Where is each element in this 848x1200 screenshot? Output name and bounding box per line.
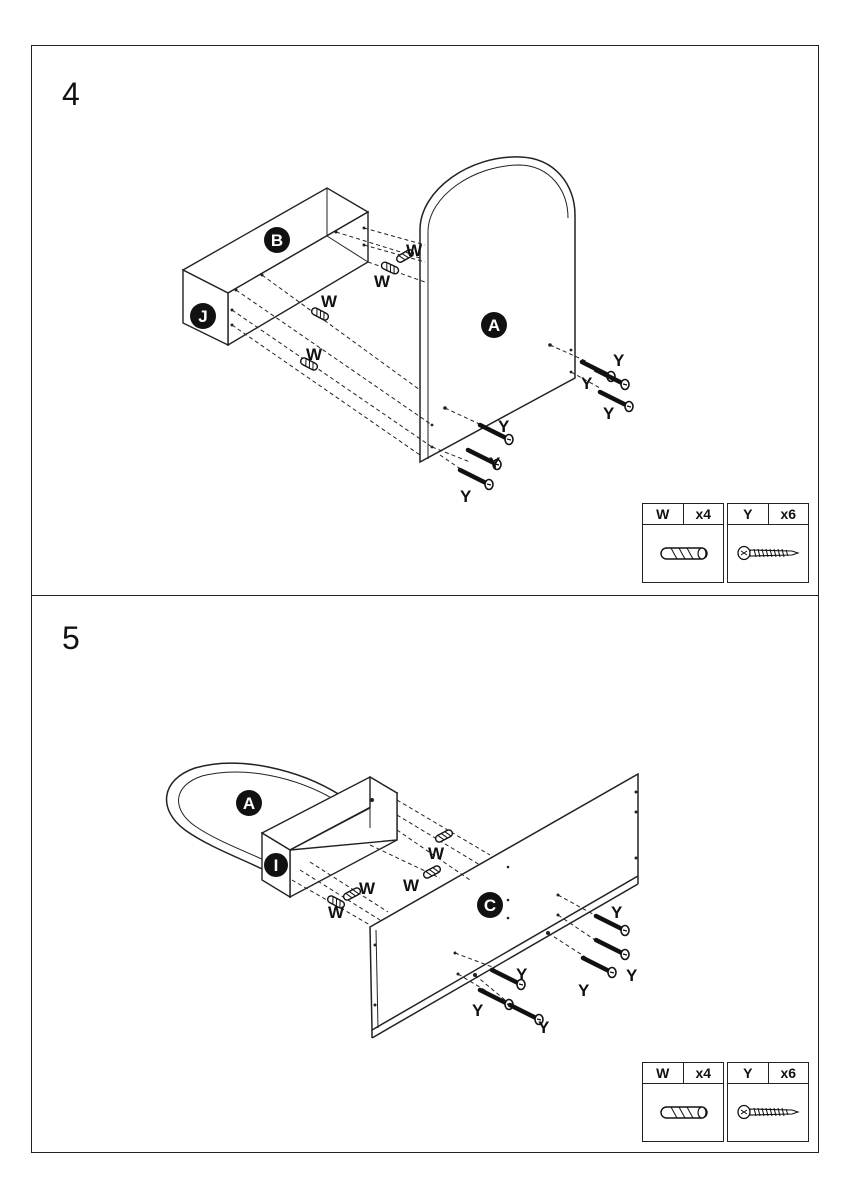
screw-icon xyxy=(728,1084,808,1140)
legend-code: W xyxy=(643,1063,684,1083)
hardware-legend-w-step5: W x4 xyxy=(642,1062,724,1142)
svg-text:W: W xyxy=(306,345,323,364)
badge-a-step5: A xyxy=(236,790,262,816)
panel-c xyxy=(369,772,639,1039)
svg-text:Y: Y xyxy=(578,981,590,1000)
svg-text:Y: Y xyxy=(498,417,510,436)
svg-text:W: W xyxy=(374,272,391,291)
svg-text:W: W xyxy=(328,903,345,922)
hardware-legend-w-step4: W x4 xyxy=(642,503,724,583)
legend-qty: x6 xyxy=(780,1065,797,1081)
svg-text:A: A xyxy=(243,794,255,813)
svg-text:Y: Y xyxy=(611,903,623,922)
badge-i: I xyxy=(264,853,288,877)
svg-text:I: I xyxy=(274,856,279,875)
svg-text:Y: Y xyxy=(626,966,638,985)
badge-j: J xyxy=(190,303,216,329)
svg-text:Y: Y xyxy=(581,374,593,393)
legend-code: Y xyxy=(728,1063,769,1083)
legend-code: W xyxy=(643,504,684,524)
step-4-number: 4 xyxy=(62,76,80,112)
svg-text:Y: Y xyxy=(538,1018,550,1037)
panel-a-arch xyxy=(419,156,576,464)
svg-text:Y: Y xyxy=(460,487,472,506)
step-5-number: 5 xyxy=(62,620,80,656)
svg-text:Y: Y xyxy=(603,404,615,423)
legend-qty: x6 xyxy=(780,506,797,522)
step-4-illustration: B J A W W W W Y Y Y Y Y Y xyxy=(181,156,633,506)
panel-a-flat xyxy=(165,762,341,873)
step-divider xyxy=(31,595,819,596)
dowel-icon xyxy=(643,1084,723,1140)
svg-text:Y: Y xyxy=(613,351,625,370)
svg-text:Y: Y xyxy=(472,1001,484,1020)
page-frame xyxy=(31,45,819,1153)
svg-text:Y: Y xyxy=(489,454,501,473)
svg-text:C: C xyxy=(484,896,496,915)
svg-text:W: W xyxy=(321,292,338,311)
svg-text:W: W xyxy=(406,241,423,260)
svg-text:Y: Y xyxy=(516,965,528,984)
svg-text:B: B xyxy=(271,231,283,250)
hardware-callouts-step5: W W W W Y Y Y Y Y Y xyxy=(328,844,638,1037)
svg-text:J: J xyxy=(198,307,207,326)
step-5-illustration: A I C W W W W Y Y Y Y Y Y xyxy=(165,762,639,1039)
hardware-legend-y-step4: Y x6 xyxy=(727,503,809,583)
badge-a: A xyxy=(481,312,507,338)
dowel-icon xyxy=(643,525,723,581)
hardware-legend-y-step5: Y x6 xyxy=(727,1062,809,1142)
legend-qty: x4 xyxy=(695,506,712,522)
hardware-callouts-step4: W W W W Y Y Y Y Y Y xyxy=(306,241,625,506)
badge-b: B xyxy=(264,227,290,253)
svg-text:W: W xyxy=(359,879,376,898)
screw-icon xyxy=(728,525,808,581)
legend-qty: x4 xyxy=(695,1065,712,1081)
svg-text:A: A xyxy=(488,316,500,335)
badge-c: C xyxy=(477,892,503,918)
svg-text:W: W xyxy=(428,844,445,863)
svg-text:W: W xyxy=(403,876,420,895)
legend-code: Y xyxy=(728,504,769,524)
